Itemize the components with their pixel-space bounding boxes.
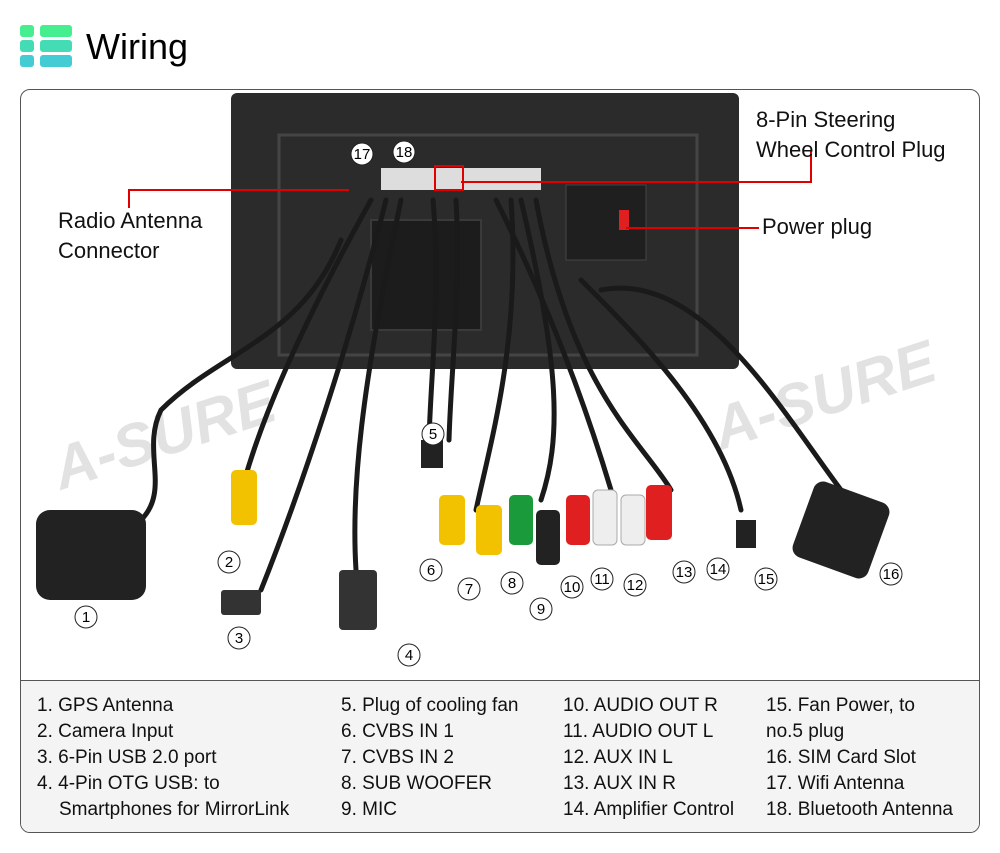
- number-10: 10: [560, 575, 584, 599]
- number-7: 7: [457, 577, 481, 601]
- svg-text:12: 12: [627, 577, 644, 594]
- svg-text:11: 11: [594, 571, 610, 588]
- number-15: 15: [754, 567, 778, 591]
- svg-text:1: 1: [82, 609, 90, 626]
- svg-text:2: 2: [225, 554, 233, 571]
- usb-otg: [339, 570, 377, 630]
- svg-text:8: 8: [508, 575, 516, 592]
- number-17: 17: [350, 142, 374, 166]
- number-9: 9: [529, 597, 553, 621]
- svg-text:5: 5: [429, 426, 437, 443]
- power-plug-callout: Power plug: [762, 214, 873, 239]
- number-11: 11: [590, 567, 614, 591]
- svg-text:16: 16: [883, 566, 900, 583]
- svg-text:3: 3: [235, 630, 243, 647]
- power-plug: [619, 210, 629, 230]
- page-title: Wiring: [86, 26, 189, 67]
- rca-connectors: [439, 481, 890, 579]
- number-13: 13: [672, 560, 696, 584]
- cables: [138, 197, 844, 593]
- wiring-illustration: A-SURE A-SURE: [36, 93, 946, 667]
- number-2: 2: [217, 550, 241, 574]
- wiring-diagram-panel: A-SURE A-SURE: [20, 89, 980, 833]
- svg-text:9: 9: [537, 601, 545, 618]
- usb-6pin: [221, 590, 261, 615]
- camera-rca: [231, 470, 257, 525]
- number-8: 8: [500, 571, 524, 595]
- number-16: 16: [879, 562, 903, 586]
- svg-text:15: 15: [758, 571, 775, 588]
- cooling-fan-grille: [370, 219, 482, 331]
- number-14: 14: [706, 557, 730, 581]
- svg-text:10: 10: [564, 579, 581, 596]
- svg-text:17: 17: [354, 146, 371, 163]
- number-6: 6: [419, 558, 443, 582]
- sim-card-slot: [792, 481, 890, 579]
- section-header: Wiring: [20, 25, 188, 69]
- number-3: 3: [227, 626, 251, 650]
- fan-plug: [421, 440, 443, 468]
- number-1: 1: [74, 605, 98, 629]
- number-4: 4: [397, 643, 421, 667]
- callout-numbers: 1 2 3 4 5 6 7 8 9 10 11 12 13 14 15 16 1…: [74, 140, 903, 667]
- svg-text:18: 18: [396, 144, 413, 161]
- number-12: 12: [623, 573, 647, 597]
- svg-text:6: 6: [427, 562, 435, 579]
- svg-text:14: 14: [710, 561, 727, 578]
- list-icon: [20, 25, 72, 69]
- steering-plug-highlight: [434, 165, 464, 191]
- svg-text:13: 13: [676, 564, 693, 581]
- gps-antenna: [36, 510, 146, 600]
- connector-block: [381, 168, 541, 190]
- svg-text:7: 7: [465, 581, 473, 598]
- number-18: 18: [392, 140, 416, 164]
- svg-text:4: 4: [405, 647, 413, 664]
- number-5: 5: [421, 422, 445, 446]
